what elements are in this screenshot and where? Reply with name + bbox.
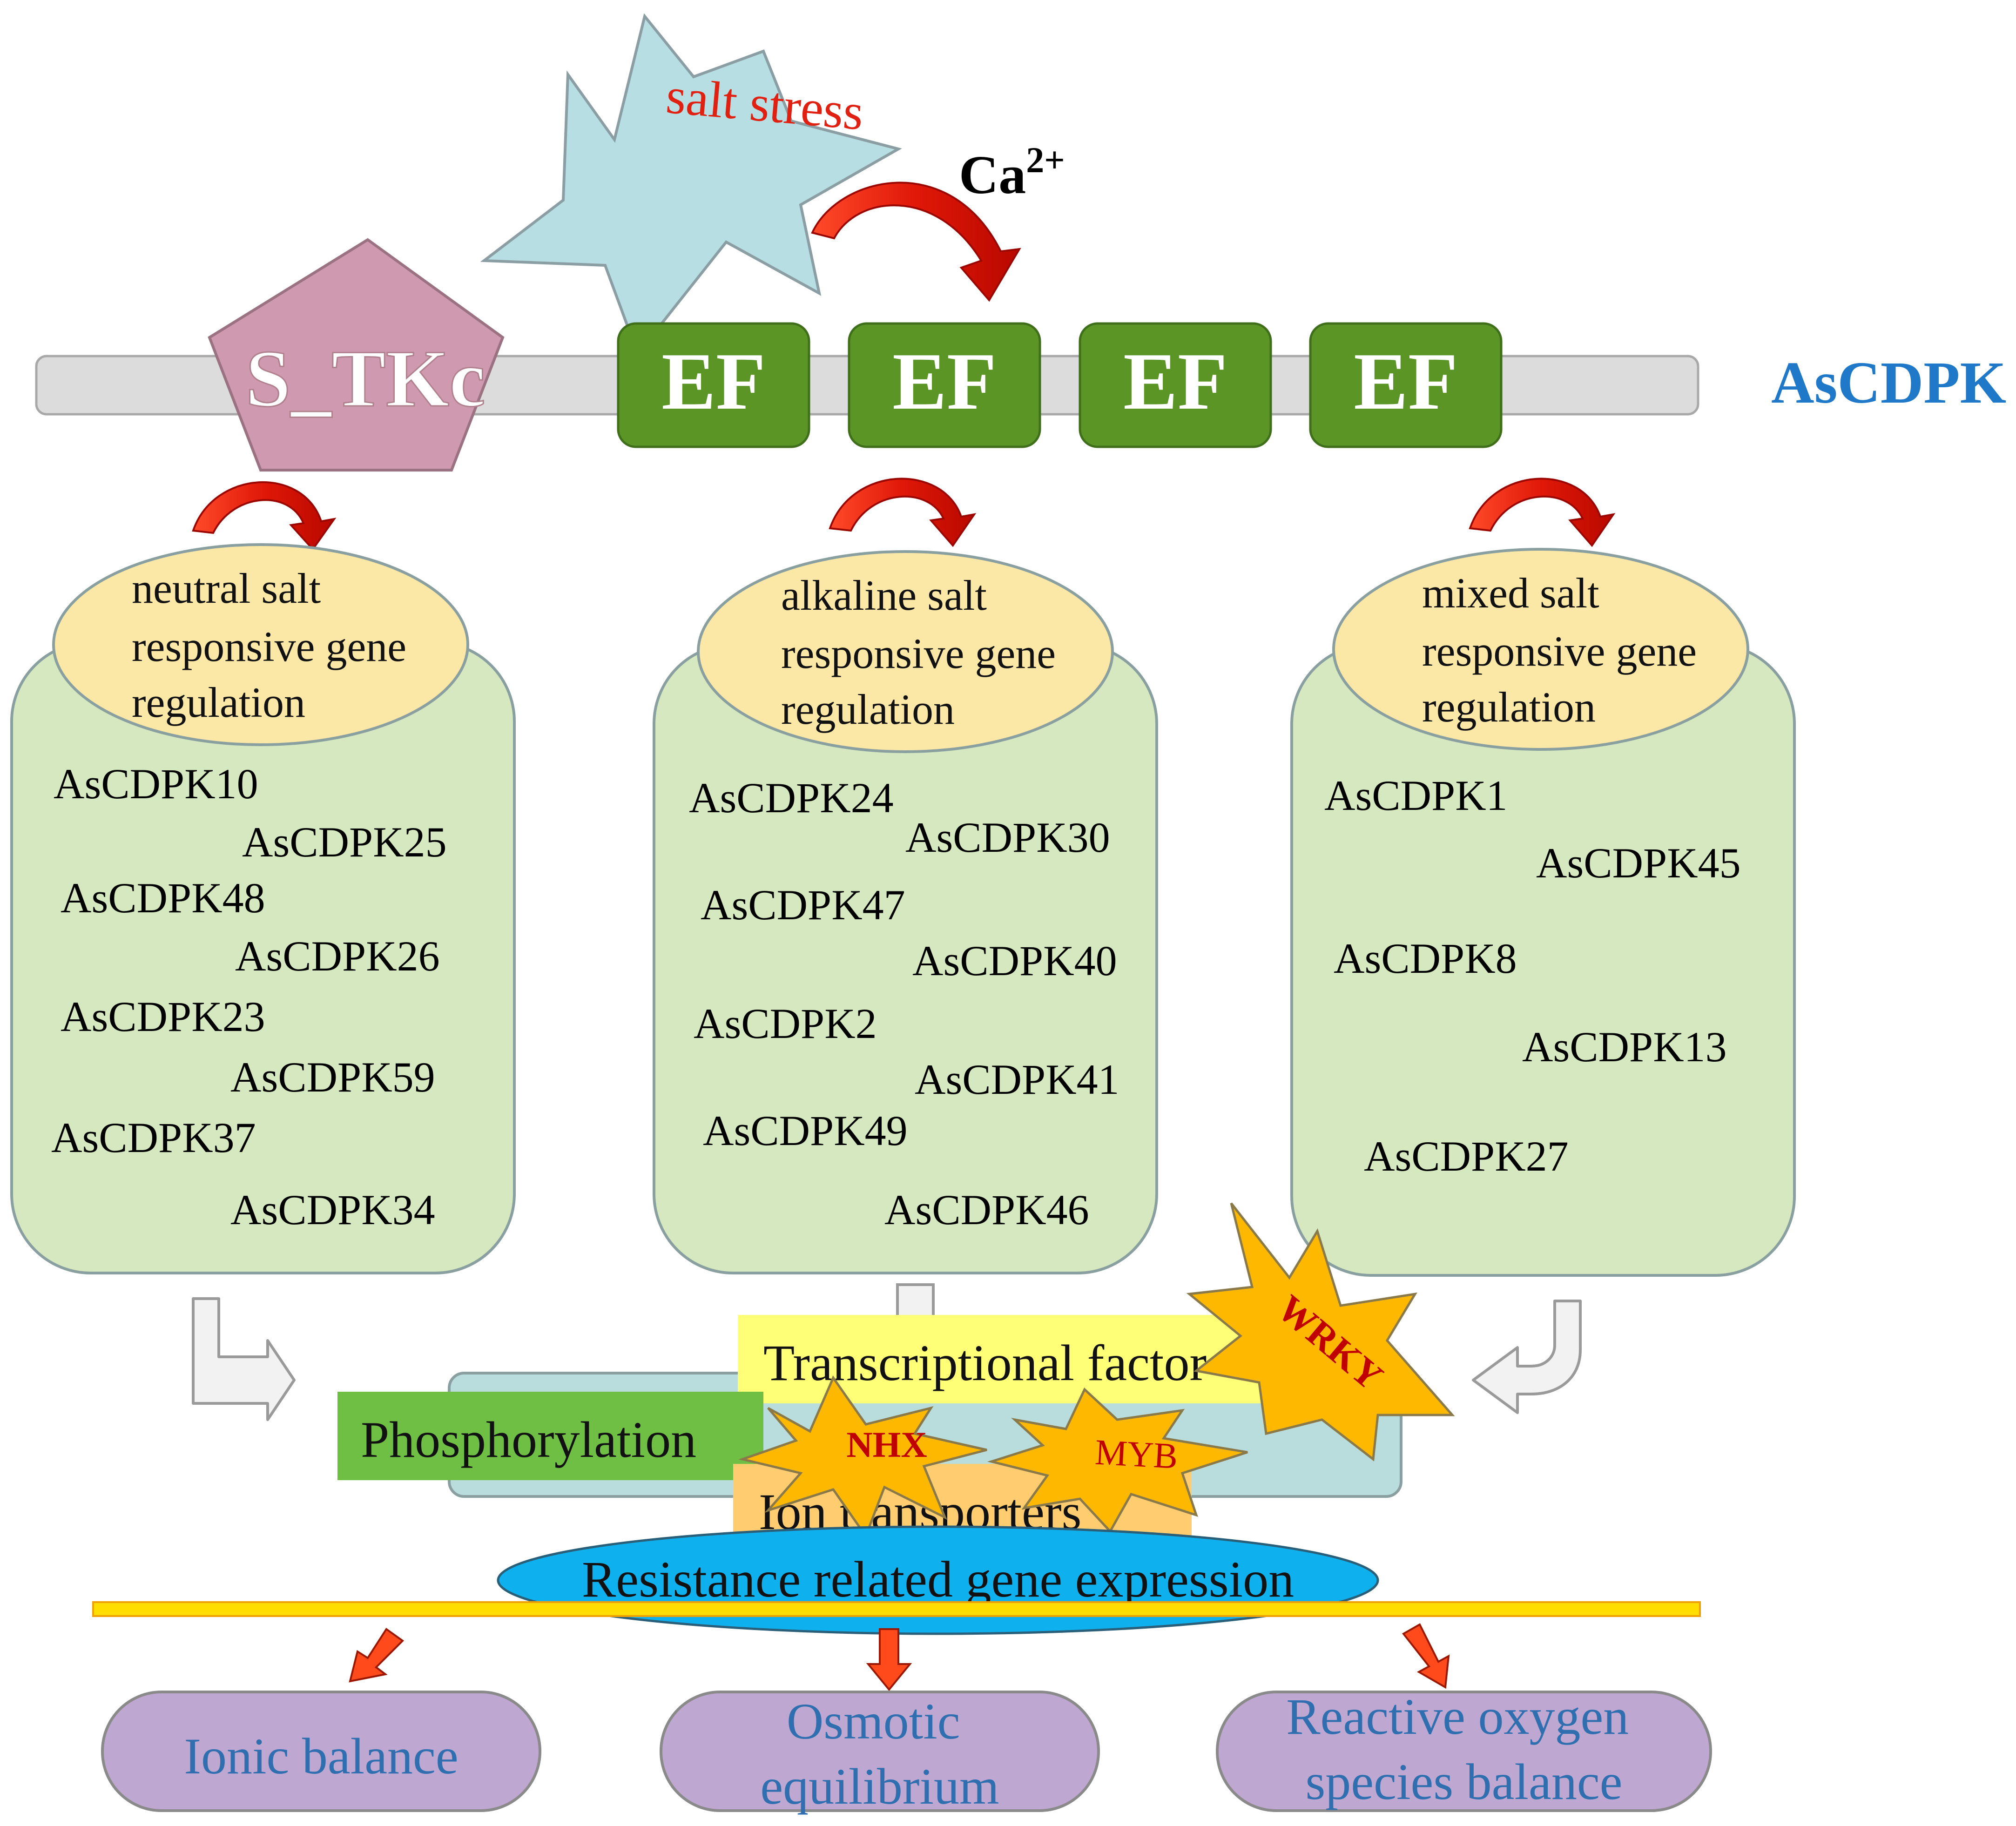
divider-line: [92, 1601, 1701, 1617]
outcome-box: [1216, 1691, 1712, 1812]
connector-arrow-right-icon: [1472, 1300, 1582, 1414]
gene-label: AsCDPK25: [242, 818, 447, 866]
gene-label: AsCDPK26: [235, 932, 440, 980]
myb-label: MYB: [1094, 1431, 1179, 1476]
ef-hand-4: [1309, 322, 1503, 448]
group-title-oval: [697, 550, 1114, 753]
ef-hand-domains: EF EF EF EF: [617, 322, 1503, 448]
gene-label: AsCDPK1: [1324, 772, 1508, 819]
group-mixed-salt: mixed salt responsive gene regulation As…: [1290, 548, 1796, 1277]
outcome-label: Reactive oxygen species balance: [1286, 1688, 1642, 1810]
output-arrow-icon-2: [866, 1628, 912, 1691]
gene-label: AsCDPK27: [1364, 1132, 1569, 1180]
group-title-oval: [52, 543, 469, 746]
gene-label: AsCDPK24: [689, 774, 894, 822]
nhx-burst-icon: NHX: [738, 1375, 987, 1539]
group-alkaline-salt: alkaline salt responsive gene regulation…: [653, 550, 1158, 1274]
kinase-domain: S_TKc: [208, 238, 505, 472]
curved-arrow-icon-1: [192, 481, 337, 551]
resistance-label: Resistance related gene expression: [582, 1551, 1294, 1608]
phosphorylation-box: [337, 1392, 763, 1480]
curved-arrow-icon-3: [1469, 478, 1616, 547]
gene-label: AsCDPK13: [1522, 1023, 1727, 1071]
ef-hand-3-label: EF: [1123, 336, 1227, 426]
gene-label: AsCDPK45: [1536, 839, 1741, 887]
ef-hand-3: [1079, 322, 1272, 448]
ef-hand-4-label: EF: [1354, 336, 1458, 426]
calcium-ion-label: Ca2+: [959, 140, 1065, 205]
outcome-box: [101, 1691, 541, 1812]
ef-hand-1-label: EF: [661, 336, 766, 426]
connector-arrow-left-icon: [192, 1297, 296, 1421]
gene-label: AsCDPK47: [701, 881, 905, 929]
group-title: mixed salt responsive gene regulation: [1422, 569, 1707, 731]
gene-label: AsCDPK46: [884, 1186, 1089, 1233]
outcome-ionic-balance: Ionic balance: [101, 1691, 541, 1812]
gene-label: AsCDPK48: [61, 874, 265, 922]
nhx-label: NHX: [846, 1424, 927, 1465]
gene-label: AsCDPK2: [694, 1000, 877, 1047]
ef-hand-2: [848, 322, 1041, 448]
outcome-label: Ionic balance: [184, 1728, 458, 1785]
gene-label: AsCDPK23: [61, 993, 265, 1040]
gene-label: AsCDPK59: [230, 1053, 435, 1101]
group-neutral-salt: neutral salt responsive gene regulation …: [10, 543, 516, 1274]
outcome-osmotic-equilibrium: Osmotic equilibrium: [660, 1691, 1100, 1815]
salt-stress-burst: salt stress: [480, 13, 902, 357]
gene-label: AsCDPK37: [51, 1114, 256, 1161]
gene-label: AsCDPK34: [230, 1186, 435, 1233]
wrky-burst-icon: WRKY: [1186, 1202, 1455, 1462]
ef-hand-2-label: EF: [892, 336, 997, 426]
gene-label: AsCDPK40: [912, 937, 1117, 984]
group-title-oval: [1332, 548, 1749, 751]
group-title: neutral salt responsive gene regulation: [132, 565, 417, 726]
calcium-arrow-icon: [811, 182, 1021, 302]
gene-label: AsCDPK10: [54, 760, 258, 808]
curved-arrow-icon-2: [829, 478, 977, 547]
gene-label: AsCDPK30: [905, 814, 1110, 861]
output-arrow-icon-1: [349, 1628, 405, 1683]
gene-label: AsCDPK8: [1334, 935, 1517, 982]
gene-label: AsCDPK41: [915, 1056, 1119, 1103]
gene-label: AsCDPK49: [703, 1107, 908, 1154]
phosphorylation-label: Phosphorylation: [361, 1411, 696, 1468]
kinase-domain-label: S_TKc: [245, 333, 485, 424]
outcome-box: [660, 1691, 1100, 1812]
group-title: alkaline salt responsive gene regulation: [781, 572, 1066, 733]
output-arrow-icon-3: [1402, 1623, 1450, 1689]
protein-name-label: AsCDPK: [1771, 350, 2006, 416]
outcome-reactive-oxygen-species-balance: Reactive oxygen species balance: [1216, 1688, 1712, 1812]
myb-burst-icon: MYB: [987, 1387, 1248, 1534]
outcome-label: Osmotic equilibrium: [760, 1693, 999, 1815]
ef-hand-1: [617, 322, 810, 448]
